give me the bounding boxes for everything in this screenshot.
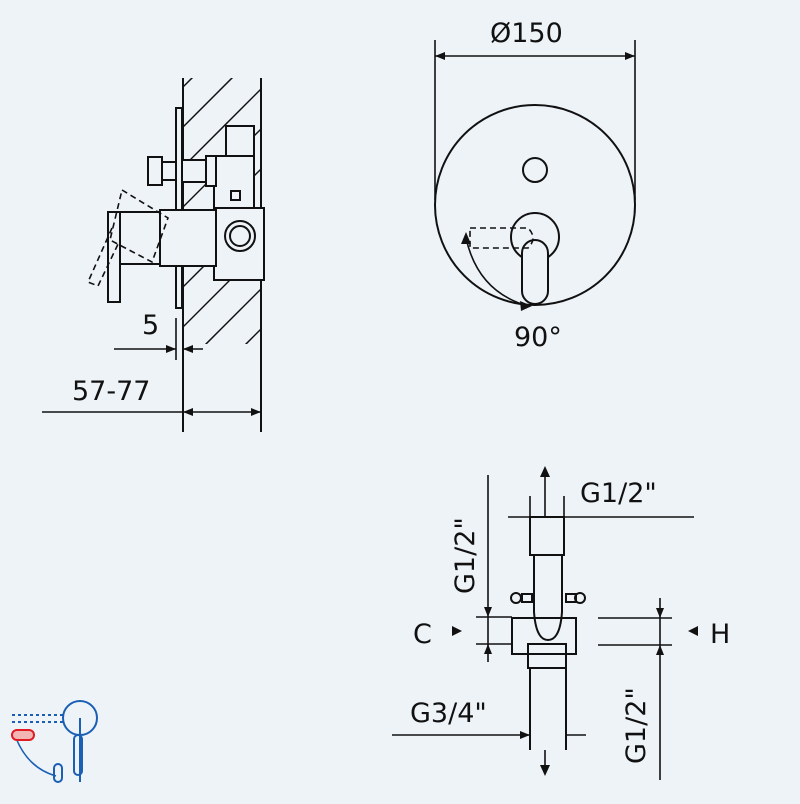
mixer-body xyxy=(511,617,577,655)
lever-rotated-outline xyxy=(86,188,169,288)
bottom-inlet-nut xyxy=(527,643,567,669)
wall-depth-label: 57-77 xyxy=(72,376,150,407)
rotation-arc xyxy=(465,237,529,307)
thermostat-mixer-icon xyxy=(11,700,98,783)
diverter-knob-circle xyxy=(522,157,548,183)
hot-marker-label: H xyxy=(710,619,730,650)
riser-pipe xyxy=(533,555,563,642)
flange-offset-label: 5 xyxy=(142,310,159,341)
dimension-flange-offset xyxy=(114,318,203,360)
cold-marker-label: C xyxy=(413,619,432,650)
lever-handle-front xyxy=(521,239,549,305)
rotation-arrow-head-top xyxy=(461,232,471,244)
left-outlet-label: G1/2" xyxy=(450,517,481,594)
right-outlet-label: G1/2" xyxy=(621,687,652,764)
rotation-arrow-head-bottom xyxy=(520,301,532,311)
cover-plate xyxy=(175,107,183,309)
lever-handle xyxy=(107,211,161,303)
side-view xyxy=(86,78,265,432)
valve-body-view xyxy=(510,516,586,750)
lever-rotated-front xyxy=(469,227,534,249)
diameter-label: Ø150 xyxy=(490,18,563,49)
valve-body xyxy=(159,125,265,281)
dimension-wall-depth xyxy=(42,408,261,416)
diverter-knob xyxy=(147,155,217,187)
front-view xyxy=(434,104,636,311)
dimension-diameter xyxy=(434,40,636,200)
top-outlet-label: G1/2" xyxy=(580,478,657,509)
inlet-label: G3/4" xyxy=(410,698,487,729)
top-outlet-block xyxy=(529,516,565,556)
rotation-label: 90° xyxy=(514,322,562,353)
mounting-bracket xyxy=(510,592,586,604)
body-dimension-lines xyxy=(392,466,698,780)
